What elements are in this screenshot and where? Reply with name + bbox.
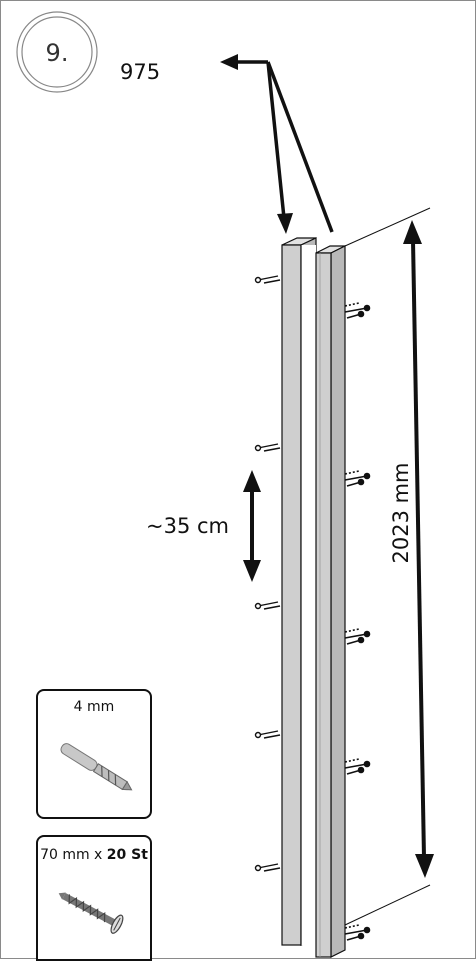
screw-box: 70 mm x 20 St xyxy=(36,835,152,961)
spacing-dimension xyxy=(243,470,261,582)
pointer-arrows xyxy=(220,54,334,234)
screws-right xyxy=(344,302,371,941)
wood-board-back xyxy=(281,237,317,946)
spacing-label: ~35 cm xyxy=(146,514,229,538)
wood-board-front xyxy=(315,245,346,958)
length-dimension xyxy=(344,207,434,926)
screw-count-label: 20 St xyxy=(106,847,148,863)
screw-size-label: 70 mm x xyxy=(40,847,107,863)
step-number: 9. xyxy=(46,39,69,67)
step-badge: 9. xyxy=(16,11,98,93)
drill-bit-box: 4 mm xyxy=(36,689,152,819)
screw-label: 70 mm x 20 St xyxy=(38,847,150,863)
board-code-label: 975 xyxy=(120,60,160,84)
screw-icon xyxy=(58,892,124,934)
screws-left xyxy=(254,275,281,872)
length-label: 2023 mm xyxy=(389,462,413,563)
drill-bit-label: 4 mm xyxy=(73,699,115,715)
drill-bit-icon xyxy=(60,743,133,791)
